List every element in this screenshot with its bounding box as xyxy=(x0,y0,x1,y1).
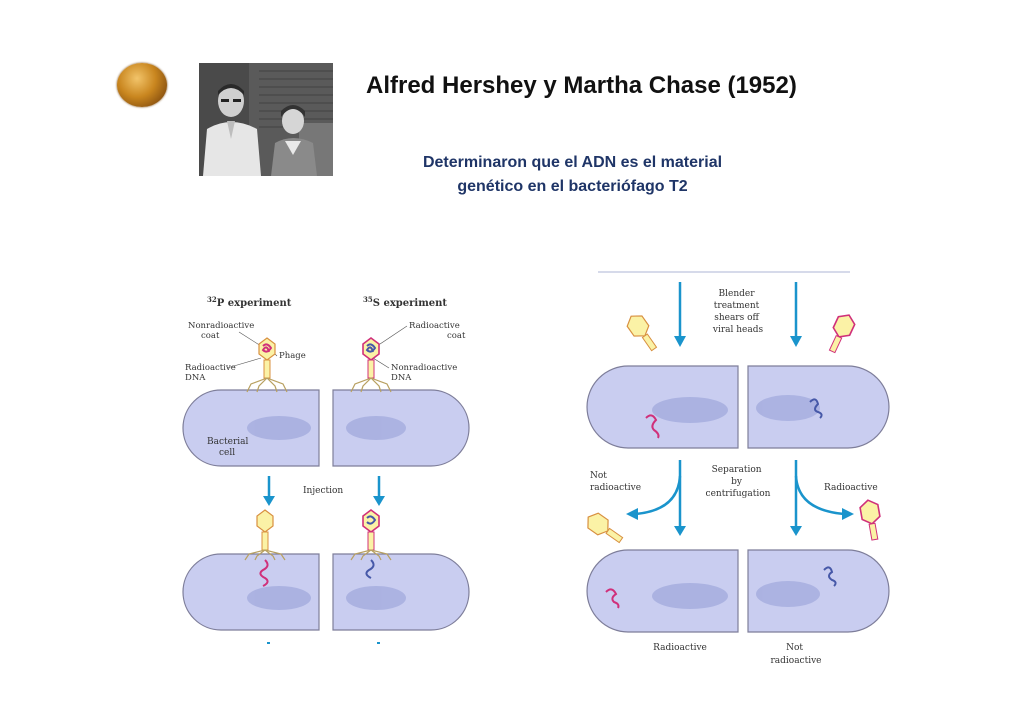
slide-subtitle: Determinaron que el ADN es el material g… xyxy=(380,151,765,199)
detached-head-right-top xyxy=(828,314,856,354)
p-experiment-header: 32P experiment xyxy=(207,295,292,309)
subtitle-line-2: genético en el bacteriófago T2 xyxy=(457,178,688,195)
subtitle-line-1: Determinaron que el ADN es el material xyxy=(422,154,723,171)
label-not-radioactive-left: Not radioactive xyxy=(590,471,641,493)
hershey-chase-photo xyxy=(199,63,333,176)
detached-head-left-top xyxy=(626,315,658,352)
photo-caption xyxy=(199,177,333,181)
phage-s-top xyxy=(350,337,392,393)
separated-head-right xyxy=(859,499,881,541)
label-bottom-not-radioactive: Not radioactive xyxy=(770,643,821,666)
injection-diagram: 32P experiment 35S experiment Nonradioac… xyxy=(181,288,471,650)
phage-p-bottom xyxy=(244,509,286,587)
nobel-medal-icon xyxy=(117,63,167,107)
separated-head-left xyxy=(587,512,624,544)
phage-s-bottom xyxy=(350,509,392,579)
label-separation: Separation by centrifugation xyxy=(706,465,771,499)
centrifugation-diagram: Blender treatment shears off viral heads xyxy=(580,270,895,670)
bacterial-cell-bottom-left xyxy=(182,553,320,631)
s-experiment-header: 35S experiment xyxy=(363,295,447,309)
slide-title: Alfred Hershey y Martha Chase (1952) xyxy=(366,72,797,99)
injection-arrows xyxy=(263,476,385,506)
phage-p-top xyxy=(246,337,288,393)
label-bottom-radioactive: Radioactive xyxy=(653,643,707,653)
label-radioactive-right: Radioactive xyxy=(824,483,878,493)
blender-arrows xyxy=(674,282,802,347)
separation-arrows xyxy=(635,460,845,528)
label-phage: Phage xyxy=(279,351,306,361)
label-injection: Injection xyxy=(303,486,343,496)
label-blender: Blender treatment shears off viral heads xyxy=(712,289,764,335)
